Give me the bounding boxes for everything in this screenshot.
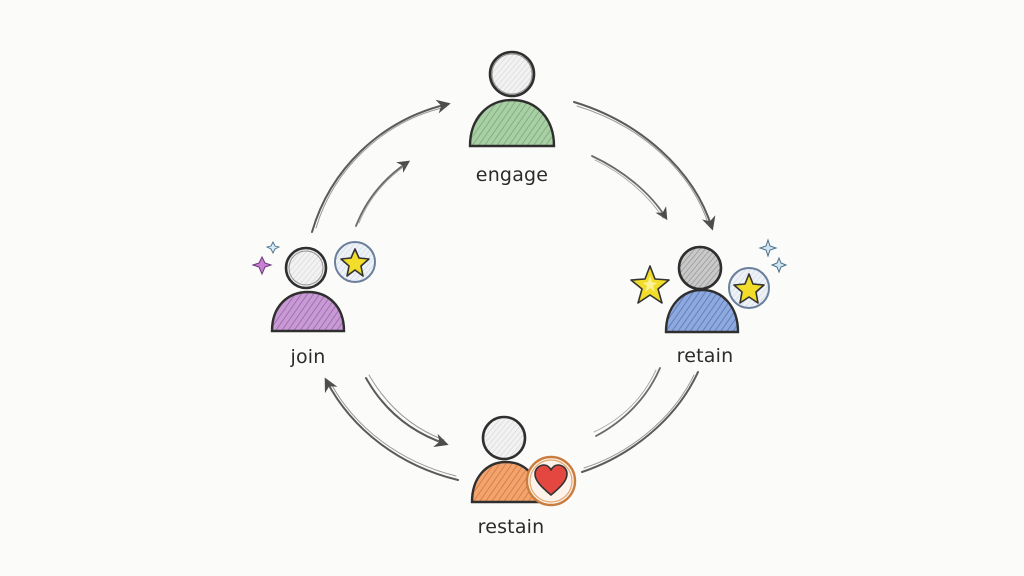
- node-label-join: join: [290, 346, 326, 368]
- retain-sparkle-icon: [758, 238, 788, 274]
- arrow-restain-to-join: [324, 377, 459, 481]
- person-engage-icon: [468, 50, 556, 148]
- join-sparkle-icon: [251, 240, 281, 276]
- retain-star-icon: [630, 265, 670, 304]
- person-retain-icon: [664, 245, 740, 334]
- arrow-join-to-engage-inner: [355, 160, 411, 227]
- node-label-engage: engage: [475, 164, 549, 186]
- restain-heart-badge-icon: [525, 455, 577, 507]
- arrow-engage-to-retain-outer: [573, 101, 716, 231]
- arrow-engage-to-retain-inner: [591, 155, 668, 221]
- arrow-retain-to-restain-inner: [593, 367, 661, 437]
- join-star-badge-icon: [334, 241, 376, 283]
- node-label-retain: retain: [676, 345, 734, 367]
- arrow-join-to-restain: [365, 374, 449, 448]
- retain-star-badge-icon: [728, 267, 770, 309]
- arrow-join-to-engage-outer: [311, 99, 451, 233]
- node-label-restain: restain: [477, 516, 545, 538]
- person-join-icon: [270, 246, 346, 333]
- arrow-retain-to-restain-outer: [581, 371, 699, 473]
